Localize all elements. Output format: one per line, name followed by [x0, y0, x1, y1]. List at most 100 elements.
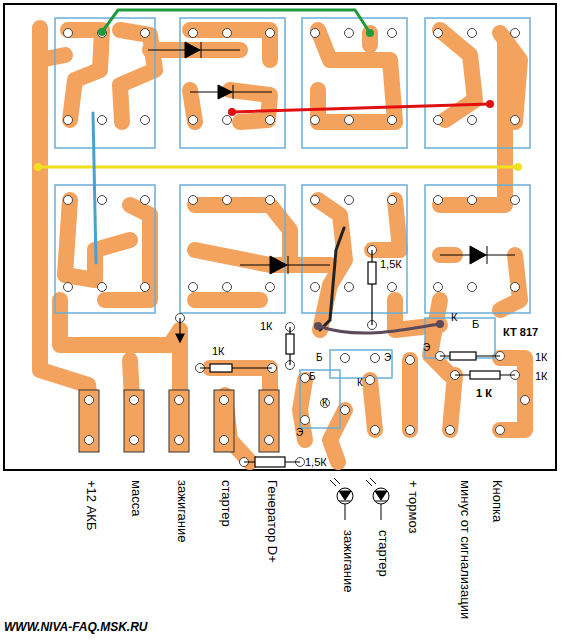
pad-hole	[223, 116, 232, 125]
pad-hole	[64, 196, 73, 205]
led-symbols	[330, 478, 389, 520]
pad-hole	[311, 29, 320, 38]
pads	[64, 29, 530, 467]
pad-hole	[189, 116, 198, 125]
resistor-symbols	[176, 250, 515, 467]
terminal-label: минус от сигнализации	[458, 480, 472, 620]
pad-hole	[266, 116, 275, 125]
pad-hole	[141, 116, 150, 125]
pad-hole	[220, 396, 229, 405]
terminal-label: зажигание	[341, 530, 355, 593]
pad-hole	[434, 283, 443, 292]
pad-hole	[266, 196, 275, 205]
part-label: К	[451, 311, 457, 323]
pad-hole	[64, 283, 73, 292]
pad-hole	[189, 283, 198, 292]
pad-hole	[468, 196, 477, 205]
jumpers	[38, 10, 518, 333]
pad-hole	[265, 396, 274, 405]
terminal-label: Кнопка	[490, 480, 504, 522]
pad-hole	[406, 426, 415, 435]
pad-hole	[266, 29, 275, 38]
pad-hole	[301, 416, 310, 425]
pad-hole	[388, 116, 397, 125]
pad-hole	[341, 406, 350, 415]
connector-blocks	[79, 390, 279, 452]
pad-hole	[85, 436, 94, 445]
pad-hole	[521, 396, 530, 405]
pad-hole	[345, 29, 354, 38]
pad-hole	[341, 354, 350, 363]
pad-hole	[189, 29, 198, 38]
copper-traces	[40, 28, 525, 462]
pad-hole	[434, 29, 443, 38]
pad-hole	[223, 283, 232, 292]
pad-hole	[511, 29, 520, 38]
pad-hole	[220, 436, 229, 445]
board-outline	[4, 4, 556, 470]
pad-hole	[311, 196, 320, 205]
part-label: Б	[472, 318, 479, 330]
pad-hole	[141, 29, 150, 38]
pad-hole	[85, 396, 94, 405]
part-label: Б	[316, 352, 323, 363]
pad-hole	[141, 196, 150, 205]
terminal-label: +12 АКБ	[84, 480, 98, 530]
terminal-label: стартер	[376, 530, 390, 577]
pad-hole	[406, 356, 415, 365]
pad-hole	[468, 116, 477, 125]
pad-hole	[388, 29, 397, 38]
pad-hole	[130, 436, 139, 445]
pad-hole	[141, 283, 150, 292]
part-label: Э	[384, 352, 391, 363]
pad-hole	[371, 354, 380, 363]
pad-hole	[468, 29, 477, 38]
pad-hole	[434, 116, 443, 125]
pad-hole	[223, 29, 232, 38]
terminal-label: стартер	[219, 480, 233, 527]
pad-hole	[98, 116, 107, 125]
pad-hole	[345, 283, 354, 292]
part-label: 1К	[260, 320, 273, 332]
part-label: 1,5К	[305, 456, 327, 468]
pad-hole	[175, 396, 184, 405]
pad-hole	[345, 196, 354, 205]
pad-hole	[266, 283, 275, 292]
pad-hole	[434, 196, 443, 205]
pad-hole	[446, 426, 455, 435]
terminal-label: + тормоз	[406, 480, 420, 533]
pad-hole	[388, 283, 397, 292]
pad-hole	[98, 283, 107, 292]
pad-hole	[64, 29, 73, 38]
pad-hole	[223, 196, 232, 205]
terminal-label: зажигание	[175, 480, 189, 543]
pad-hole	[371, 426, 380, 435]
pad-hole	[189, 196, 198, 205]
part-label: 1К	[212, 345, 225, 357]
part-label: 1К	[535, 351, 548, 363]
part-label: К	[322, 397, 328, 408]
pad-hole	[388, 196, 397, 205]
part-label: Э	[296, 427, 303, 438]
pad-hole	[496, 426, 505, 435]
terminal-label: Генератор D+	[265, 480, 279, 563]
pad-hole	[265, 436, 274, 445]
pad-hole	[311, 116, 320, 125]
watermark: WWW.NIVA-FAQ.MSK.RU	[4, 621, 148, 634]
pad-hole	[345, 116, 354, 125]
terminal-label: масса	[129, 480, 143, 516]
part-label: КТ 817	[503, 326, 538, 338]
pad-hole	[98, 196, 107, 205]
pad-hole	[468, 283, 477, 292]
pad-hole	[511, 283, 520, 292]
diode-symbols	[148, 42, 515, 274]
pad-hole	[64, 116, 73, 125]
pad-hole	[511, 116, 520, 125]
jumper-ends	[34, 28, 522, 330]
relay-outlines	[55, 18, 530, 428]
pad-hole	[130, 396, 139, 405]
pad-hole	[511, 196, 520, 205]
pad-hole	[175, 436, 184, 445]
part-label: К	[357, 377, 363, 388]
